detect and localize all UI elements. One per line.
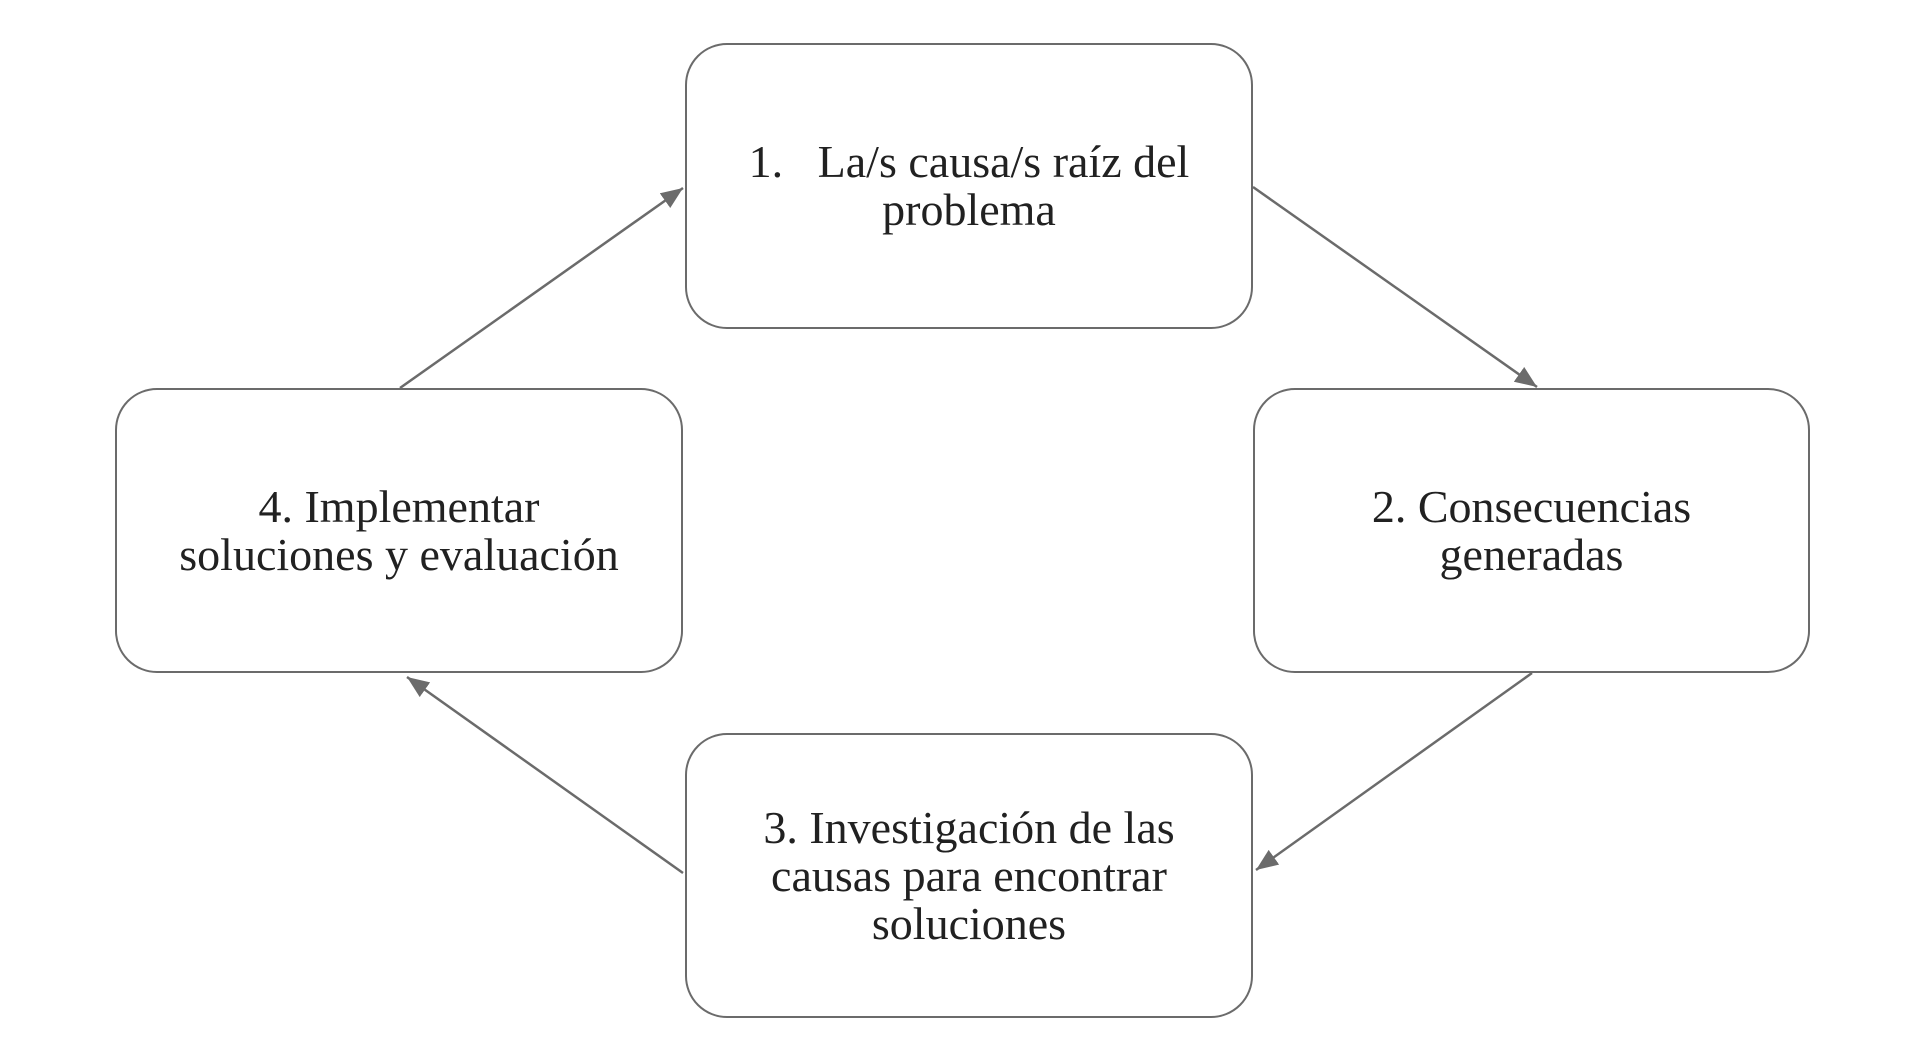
arrow-step4-to-step1-icon: [399, 186, 684, 390]
arrow-step1-to-step2-icon: [1252, 185, 1538, 389]
node-implement-solutions: 4. Implementar soluciones y evaluación: [115, 388, 683, 673]
arrow-step2-to-step3-icon: [1255, 671, 1533, 872]
arrow-step3-to-step4-icon: [406, 675, 684, 875]
node-investigation-label: 3. Investigación de las causas para enco…: [763, 801, 1175, 949]
node-consequences-label: 2. Consecuencias generadas: [1371, 480, 1692, 580]
node-root-cause-label: 1. La/s causa/s raíz del problema: [748, 136, 1190, 235]
node-root-cause: 1. La/s causa/s raíz del problema: [685, 43, 1253, 329]
node-implement-solutions-label: 4. Implementar soluciones y evaluación: [179, 480, 619, 580]
node-investigation: 3. Investigación de las causas para enco…: [685, 733, 1253, 1018]
node-consequences: 2. Consecuencias generadas: [1253, 388, 1810, 673]
